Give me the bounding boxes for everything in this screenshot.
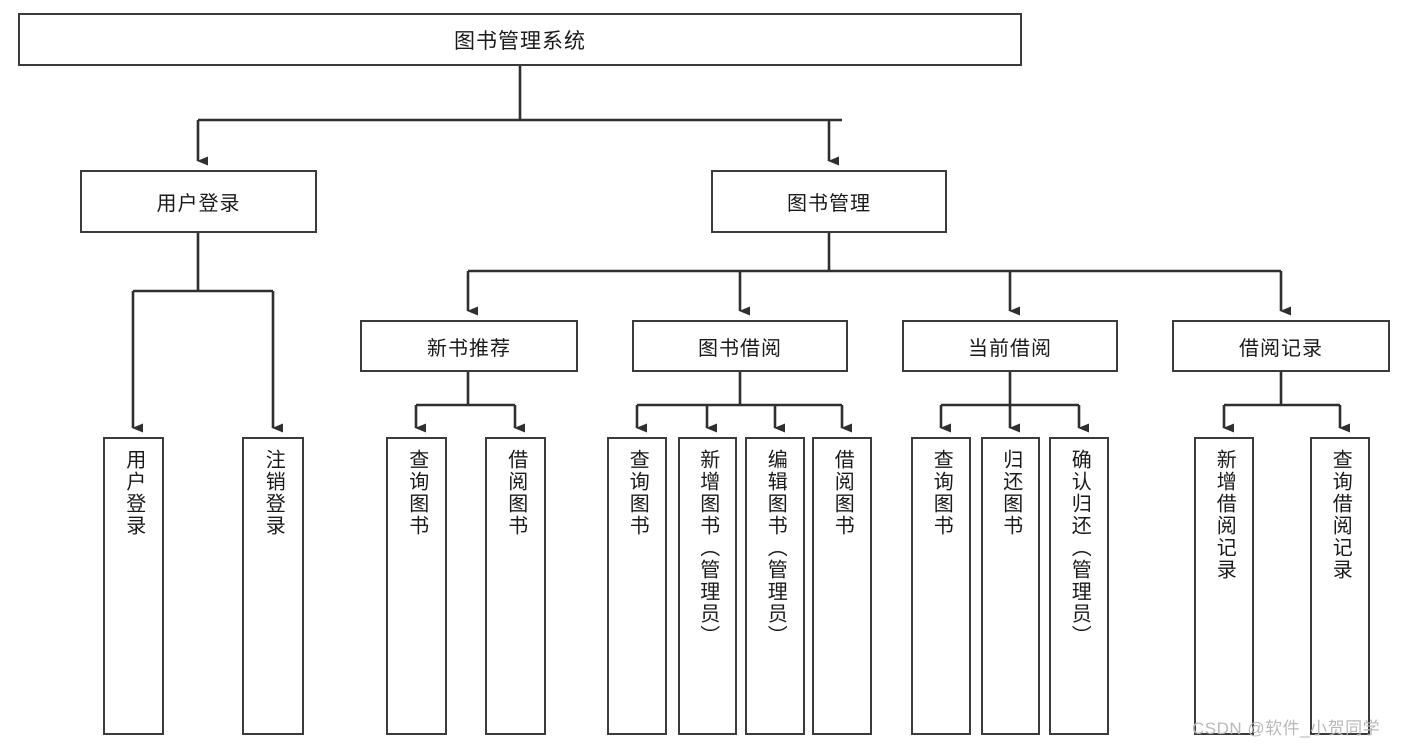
node-borrow-record[interactable]: 借阅记录 [1172,320,1390,372]
node-new-book-recommend-label: 新书推荐 [427,337,511,360]
node-book-borrow-label: 图书借阅 [698,337,782,360]
node-book-management[interactable]: 图书管理 [711,170,947,233]
leaf-new-book-query-label: 查询图书 [405,449,428,537]
leaf-borrow-record-add-label: 新增借阅记录 [1213,449,1236,581]
leaf-book-borrow-add[interactable]: 新增图书（管理员） [678,437,737,735]
leaf-current-borrow-confirm-return[interactable]: 确认归还（管理员） [1049,437,1109,735]
node-current-borrow[interactable]: 当前借阅 [902,320,1118,372]
leaf-book-borrow-query[interactable]: 查询图书 [607,437,667,735]
node-book-borrow[interactable]: 图书借阅 [632,320,848,372]
leaf-new-book-query[interactable]: 查询图书 [386,437,447,735]
leaf-borrow-record-add[interactable]: 新增借阅记录 [1194,437,1254,735]
leaf-current-borrow-return-label: 归还图书 [999,449,1022,537]
node-root-system[interactable]: 图书管理系统 [18,13,1022,66]
leaf-current-borrow-query-label: 查询图书 [930,449,953,537]
leaf-user-login-signin[interactable]: 用户登录 [103,437,164,735]
leaf-new-book-borrow-label: 借阅图书 [504,449,527,537]
leaf-book-borrow-query-label: 查询图书 [626,449,649,537]
node-user-login-label: 用户登录 [156,193,241,215]
leaf-current-borrow-return[interactable]: 归还图书 [981,437,1040,735]
leaf-borrow-record-query[interactable]: 查询借阅记录 [1310,437,1370,735]
leaf-current-borrow-confirm-return-label: 确认归还（管理员） [1068,449,1091,647]
node-root-system-label: 图书管理系统 [454,29,586,53]
leaf-book-borrow-lend-label: 借阅图书 [831,449,854,537]
leaf-book-borrow-add-label: 新增图书（管理员） [696,449,719,647]
leaf-user-login-signin-label: 用户登录 [122,449,145,537]
leaf-user-login-signout-label: 注销登录 [262,449,285,537]
leaf-current-borrow-query[interactable]: 查询图书 [911,437,971,735]
node-current-borrow-label: 当前借阅 [968,337,1052,360]
csdn-watermark: CSDN @软件_小贺同学 [1192,719,1381,738]
node-book-management-label: 图书管理 [787,193,871,215]
leaf-borrow-record-query-label: 查询借阅记录 [1329,449,1352,581]
leaf-user-login-signout[interactable]: 注销登录 [242,437,304,735]
leaf-new-book-borrow[interactable]: 借阅图书 [485,437,546,735]
node-new-book-recommend[interactable]: 新书推荐 [360,320,578,372]
node-borrow-record-label: 借阅记录 [1239,337,1323,360]
leaf-book-borrow-edit-label: 编辑图书（管理员） [764,449,787,647]
leaf-book-borrow-edit[interactable]: 编辑图书（管理员） [745,437,805,735]
leaf-book-borrow-lend[interactable]: 借阅图书 [812,437,872,735]
node-user-login[interactable]: 用户登录 [80,170,317,233]
